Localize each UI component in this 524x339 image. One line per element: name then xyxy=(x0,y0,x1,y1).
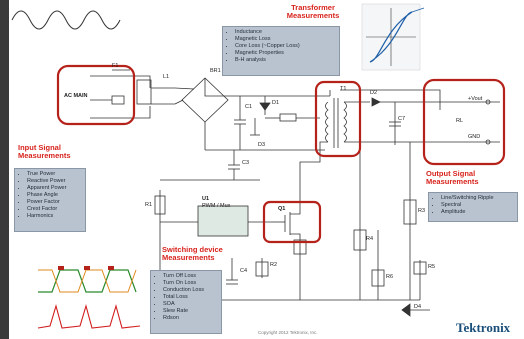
switching-highlight xyxy=(262,200,322,244)
comp-label-r2: R2 xyxy=(270,262,278,268)
comp-label-r6: R6 xyxy=(386,274,394,280)
output-title: Output Signal Measurements xyxy=(426,169,479,186)
slide-edge-bar xyxy=(0,0,9,339)
output-measurements-box: Line/Switching Ripple Spectral Amplitude xyxy=(428,192,518,222)
comp-label-d2: D2 xyxy=(370,90,378,96)
output-highlight xyxy=(422,78,506,166)
transformer-highlight xyxy=(314,80,362,158)
transformer-item: Magnetic Properties xyxy=(235,50,335,57)
switching-item: Rdson xyxy=(163,315,217,322)
comp-label-br1: BR1 xyxy=(210,68,221,74)
input-item: Harmonics xyxy=(27,213,81,220)
switching-item: Conduction Loss xyxy=(163,287,217,294)
transformer-item: Magnetic Loss xyxy=(235,36,335,43)
switching-title: Switching device Measurements xyxy=(162,245,223,262)
measurement-highlights xyxy=(56,64,506,244)
comp-label-u1: U1 xyxy=(202,196,210,202)
circuit-wires xyxy=(90,69,500,317)
transformer-item: Inductance xyxy=(235,29,335,36)
switching-waveform-thumb xyxy=(34,262,144,332)
comp-label-t1: T1 xyxy=(340,86,347,92)
comp-label-c3: C3 xyxy=(242,160,250,166)
comp-label-l1: L1 xyxy=(163,74,170,80)
switching-measurements-box: Turn Off Loss Turn On Loss Conduction Lo… xyxy=(150,270,222,334)
switching-item: SOA xyxy=(163,301,217,308)
switching-item: Slew Rate xyxy=(163,308,217,315)
output-gnd-label: GND xyxy=(468,134,481,140)
output-item: Line/Switching Ripple xyxy=(441,195,513,202)
transformer-item: Core Loss (~Copper Loss) xyxy=(235,43,335,50)
comp-label-d4: D4 xyxy=(414,304,422,310)
copyright-footer: Copyright 2012 Tektronix, Inc. xyxy=(258,330,318,335)
comp-label-r3: R3 xyxy=(418,208,426,214)
output-item: Amplitude xyxy=(441,209,513,216)
output-plus-label: +Vout xyxy=(468,96,483,102)
output-item: Spectral xyxy=(441,202,513,209)
brand-logo: Tektronix xyxy=(456,320,511,335)
transformer-item: B-H analysis xyxy=(235,57,335,64)
switching-item: Turn On Loss xyxy=(163,280,217,287)
switching-item: Turn Off Loss xyxy=(163,273,217,280)
comp-label-c1: C1 xyxy=(245,104,253,110)
comp-label-d3: D3 xyxy=(258,142,266,148)
input-measurements-box: True Power Reactive Power Apparent Power… xyxy=(14,168,86,232)
comp-label-c7: C7 xyxy=(398,116,406,122)
comp-label-rl: RL xyxy=(456,118,464,124)
input-highlight xyxy=(56,64,136,126)
ac-sine-wave xyxy=(11,10,121,30)
comp-label-f1: F1 xyxy=(112,63,119,69)
input-item: Phase Angle xyxy=(27,192,81,199)
switching-item: Total Loss xyxy=(163,294,217,301)
comp-label-r4: R4 xyxy=(366,236,374,242)
pwm-block-label: PWM / Mux xyxy=(202,203,231,209)
ac-main-label: AC MAIN xyxy=(64,93,88,99)
mosfet-label: Q1 xyxy=(278,206,286,212)
input-title: Input Signal Measurements xyxy=(18,143,71,160)
comp-label-r5: R5 xyxy=(428,264,436,270)
transformer-measurements-box: Inductance Magnetic Loss Core Loss (~Cop… xyxy=(222,26,340,76)
comp-label-r1: R1 xyxy=(145,202,153,208)
bh-curve-inset xyxy=(361,3,425,71)
input-item: Reactive Power xyxy=(27,178,81,185)
input-item: True Power xyxy=(27,171,81,178)
input-item: Apparent Power xyxy=(27,185,81,192)
input-item: Crest Factor xyxy=(27,206,81,213)
comp-label-d1: D1 xyxy=(272,100,280,106)
comp-label-c4: C4 xyxy=(240,268,248,274)
input-item: Power Factor xyxy=(27,199,81,206)
transformer-title: Transformer Measurements xyxy=(286,3,340,20)
